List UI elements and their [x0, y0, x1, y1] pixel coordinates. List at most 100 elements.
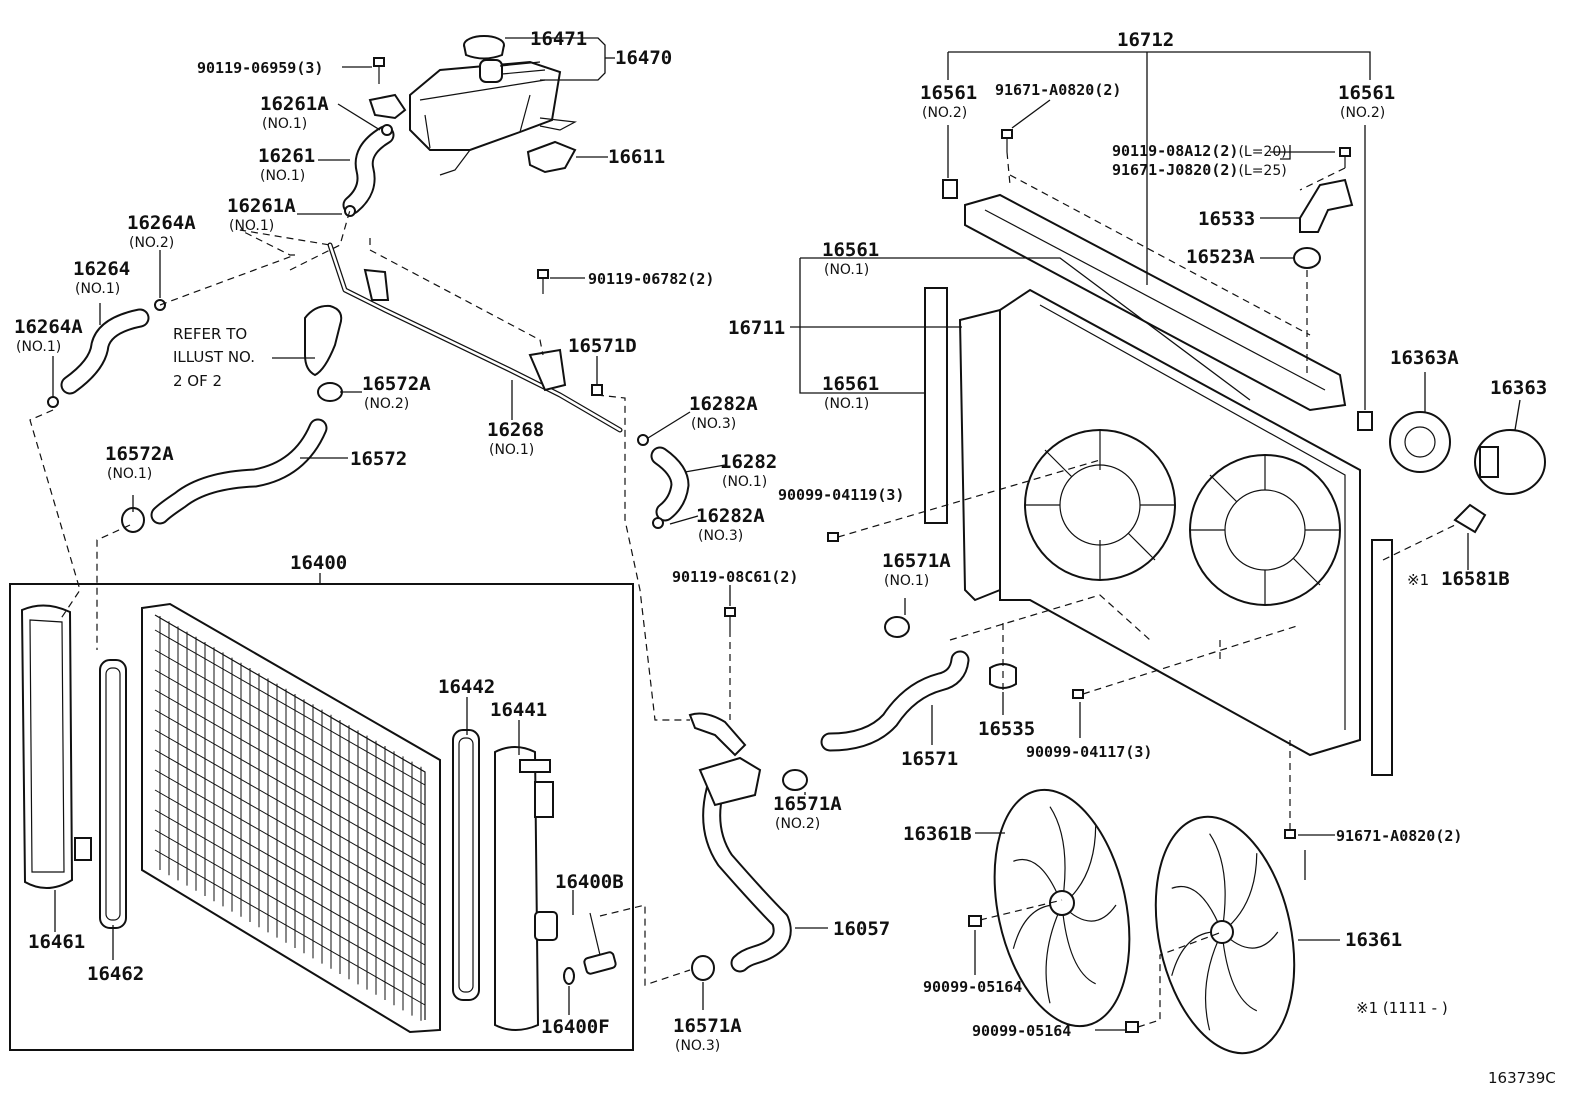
- core-tube: [154, 729, 426, 886]
- core-fins: [154, 616, 426, 1021]
- label-p16441: 16441: [490, 699, 547, 721]
- part-number: 16282: [720, 451, 777, 473]
- bolt-90119-06959: [373, 57, 385, 84]
- part-number: 16057: [833, 918, 890, 940]
- part-number: 91671-J0820(2)(L=25): [1112, 161, 1287, 179]
- part-number: 16572: [350, 448, 407, 470]
- part-qualifier: (NO.2): [364, 396, 409, 412]
- part-qualifier: (NO.1): [262, 116, 307, 132]
- label-p90099-05164a: 90099-05164: [923, 978, 1022, 996]
- hose-16571: [820, 616, 970, 752]
- part-number: 16572A: [362, 373, 431, 395]
- part-number: 16264A: [127, 212, 196, 234]
- part-qualifier: (NO.1): [260, 168, 305, 184]
- gasket-16462: [99, 659, 127, 929]
- core-tube: [154, 829, 426, 986]
- core-tube: [154, 689, 426, 846]
- part-number: 91671-A0820(2): [1336, 827, 1462, 845]
- fan-blade: [1221, 931, 1258, 1012]
- left-tank-16461: [20, 604, 92, 889]
- part-number: 90099-04117(3): [1026, 743, 1152, 761]
- part-number: 16363: [1490, 377, 1547, 399]
- part-number: 16363A: [1390, 347, 1459, 369]
- part-number: 16261A: [260, 93, 329, 115]
- label-p16712: 16712: [1117, 29, 1174, 51]
- part-number: 90119-08C61(2): [672, 568, 798, 586]
- part-qualifier: (NO.3): [675, 1038, 720, 1054]
- label-p16571: 16571: [901, 748, 958, 770]
- part-number: 16711: [728, 317, 785, 339]
- label-p16261a-1: 16261A(NO.1): [260, 93, 329, 132]
- hose-16057: [688, 607, 808, 981]
- part-qualifier: (NO.2): [129, 235, 174, 251]
- label-p16264: 16264(NO.1): [73, 258, 130, 297]
- label-p16264a-1: 16264A(NO.1): [14, 316, 83, 355]
- reservoir-cap: [463, 35, 505, 60]
- core-tube: [154, 709, 426, 866]
- reservoir-tank: [409, 59, 577, 176]
- core-tube: [154, 749, 426, 906]
- cushion-16523A: [1293, 247, 1321, 269]
- part-number: 90119-08A12(2)(L=20): [1112, 142, 1287, 160]
- label-p16057: 16057: [833, 918, 890, 940]
- part-number: 16712: [1117, 29, 1174, 51]
- part-number: 16261A: [227, 195, 296, 217]
- hose-16264: [47, 299, 166, 408]
- label-p16363a: 16363A: [1390, 347, 1459, 369]
- label-p16261: 16261(NO.1): [258, 145, 315, 184]
- label-p16572a-2: 16572A(NO.2): [362, 373, 431, 412]
- part-number: 16471: [530, 28, 587, 50]
- label-p91671-a0820a: 91671-A0820(2): [995, 81, 1121, 99]
- part-number: 16571D: [568, 335, 637, 357]
- radiator-core: [141, 602, 441, 1034]
- part-number: 16571A: [773, 793, 842, 815]
- part-number: 16461: [28, 931, 85, 953]
- label-p90119-08c61: 90119-08C61(2): [672, 568, 798, 586]
- core-tube: [154, 629, 426, 786]
- label-p91671-a0820b: 91671-A0820(2): [1336, 827, 1462, 845]
- part-number: 16535: [978, 718, 1035, 740]
- part-number: 16282A: [696, 505, 765, 527]
- part-qualifier: (NO.1): [229, 218, 274, 234]
- core-tube: [154, 809, 426, 966]
- label-p90099-04119: 90099-04119(3): [778, 486, 904, 504]
- label-p16261a-1b: 16261A(NO.1): [227, 195, 296, 234]
- part-qualifier: (NO.2): [922, 105, 967, 121]
- label-p16611: 16611: [608, 146, 665, 168]
- label-p16361b: 16361B: [903, 823, 972, 845]
- part-number: 16268: [487, 419, 544, 441]
- refer-note-line1: REFER TO: [173, 325, 247, 343]
- part-number: 16462: [87, 963, 144, 985]
- part-qualifier: (NO.1): [107, 466, 152, 482]
- label-prefix: ※1: [1407, 571, 1429, 589]
- label-p16282a-3b: 16282A(NO.3): [696, 505, 765, 544]
- label-p16268: 16268(NO.1): [487, 419, 544, 458]
- part-qualifier: (NO.3): [691, 416, 736, 432]
- label-layer: 164711647090119-06959(3)16261A(NO.1)1626…: [14, 28, 1547, 1054]
- part-qualifier: (NO.3): [698, 528, 743, 544]
- part-number: 16441: [490, 699, 547, 721]
- part-qualifier: (NO.2): [775, 816, 820, 832]
- pipe-16268: [327, 242, 623, 433]
- part-number: 16361: [1345, 929, 1402, 951]
- label-p16361: 16361: [1345, 929, 1402, 951]
- part-number: 90119-06959(3): [197, 59, 323, 77]
- core-tube: [154, 789, 426, 946]
- label-p16535: 16535: [978, 718, 1035, 740]
- figure-code: 163739C: [1488, 1069, 1556, 1087]
- refer-note-line3: 2 OF 2: [173, 372, 222, 390]
- core-tube: [154, 669, 426, 826]
- label-p16571d: 16571D: [568, 335, 637, 357]
- part-number: 16470: [615, 47, 672, 69]
- part-number: 16581B: [1441, 568, 1510, 590]
- fan-16361: [1154, 815, 1296, 1055]
- tank-bracket: [368, 93, 577, 174]
- label-p16571a-3: 16571A(NO.3): [673, 1015, 742, 1054]
- refer-note-line2: ILLUST NO.: [173, 348, 255, 366]
- label-p90099-05164b: 90099-05164: [972, 1022, 1071, 1040]
- label-p16581b: ※1 16581B: [1407, 568, 1510, 590]
- upper-support-16712: [964, 193, 1347, 412]
- part-number: 16361B: [903, 823, 972, 845]
- part-number: 16400B: [555, 871, 624, 893]
